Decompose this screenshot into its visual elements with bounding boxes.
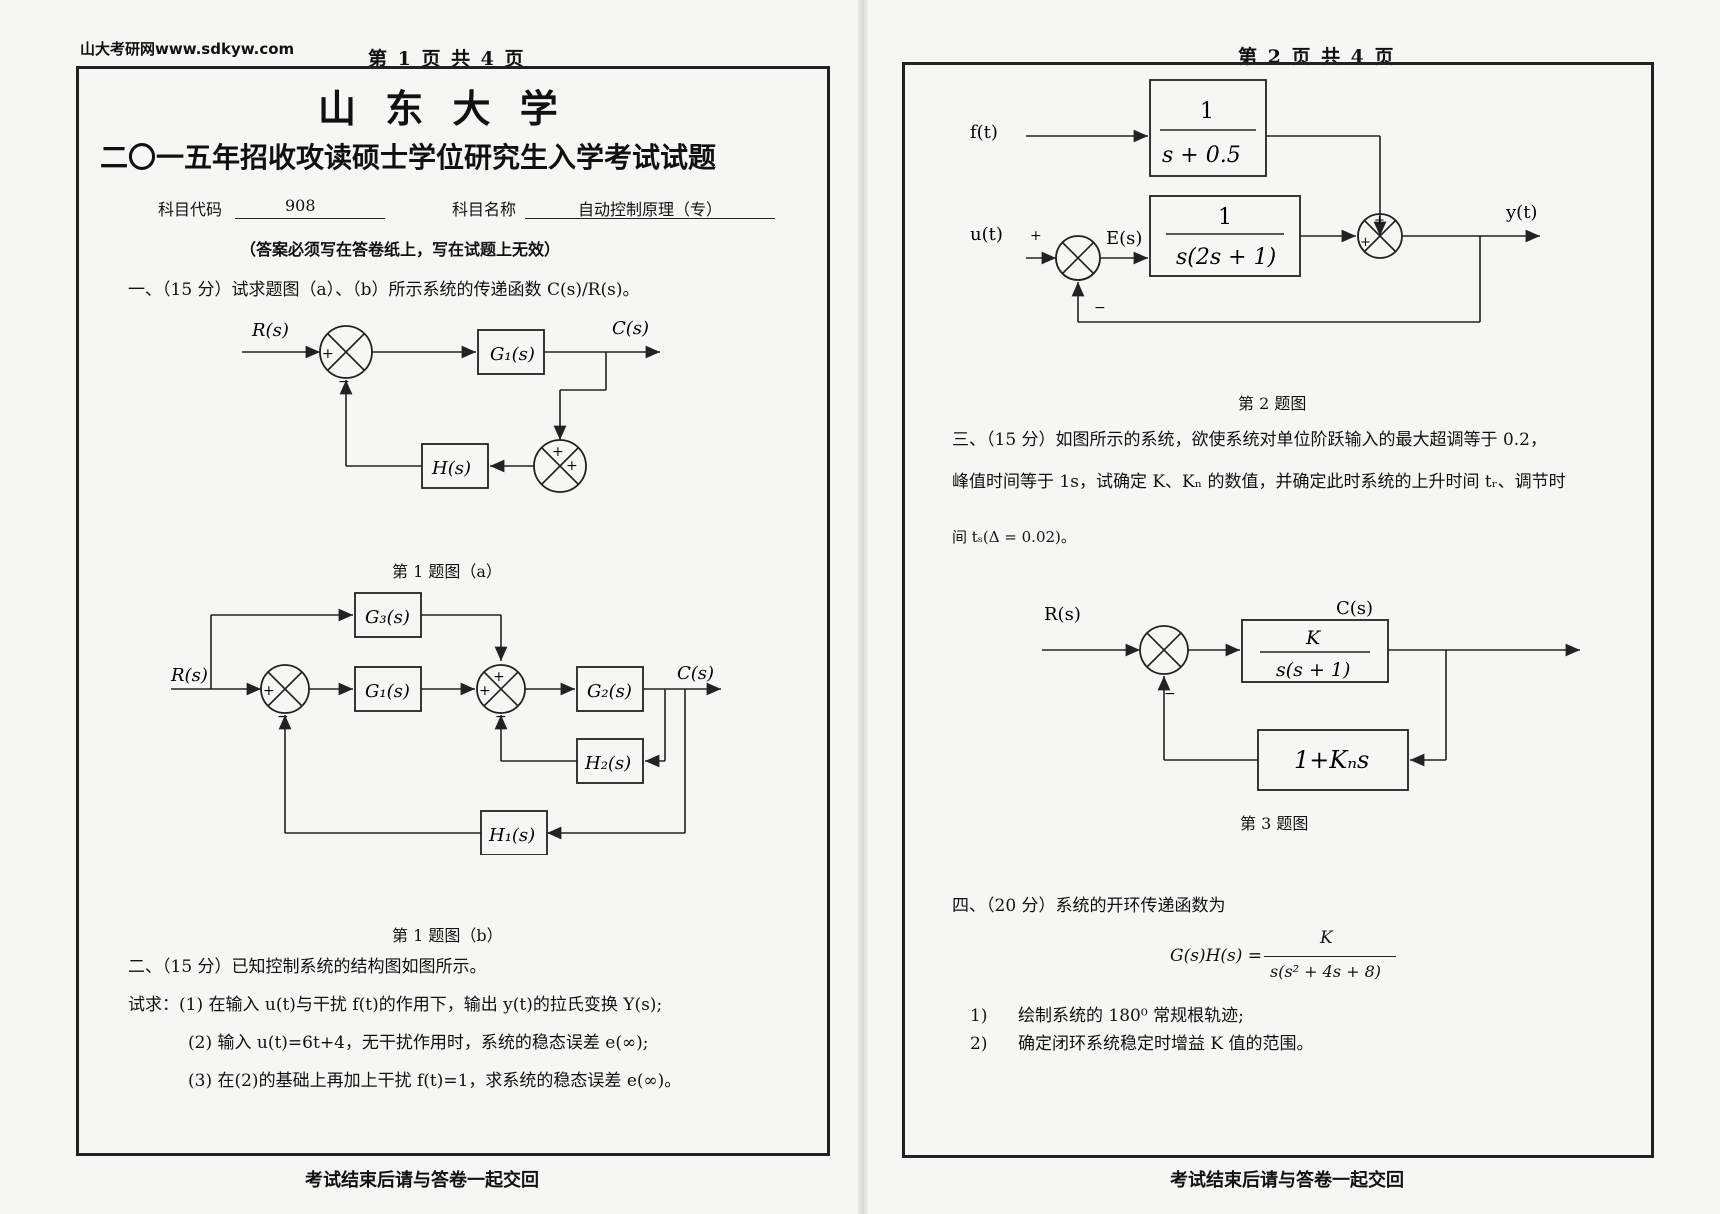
university-name: 山 东 大 学 (318, 86, 566, 131)
svg-text:+: + (566, 458, 578, 474)
svg-text:−: − (1094, 300, 1106, 316)
fig2-block-plant-den: s(2s + 1) (1176, 245, 1276, 270)
fig2-block-disturbance-den: s + 0.5 (1162, 143, 1241, 168)
svg-text:+: + (479, 683, 491, 699)
figure-3: R(s) C(s) − K s(s + 1) 1+Kₙs (1042, 598, 1580, 791)
figure-1a: R(s) C(s) + − G₁(s) + + H(s) (242, 318, 660, 493)
q4-tf-lhs: G(s)H(s) = (1170, 946, 1263, 966)
fig1b-block-h1-label: H₁(s) (488, 825, 535, 846)
svg-text:+: + (1030, 228, 1042, 244)
fig3-block-plant-den: s(s + 1) (1276, 659, 1350, 681)
question-4-intro: 四、（20 分）系统的开环传递函数为 (952, 896, 1226, 916)
svg-text:+: + (263, 683, 275, 699)
q4-tf-denominator: s(s² + 4s + 8) (1270, 962, 1382, 981)
fig2-input-label: u(t) (970, 224, 1003, 245)
fig3-block-plant-num: K (1305, 627, 1322, 649)
page-frame (76, 66, 830, 1156)
fig2-block-disturbance-num: 1 (1200, 99, 1214, 124)
watermark-text: 山大考研网www.sdkyw.com (80, 40, 295, 58)
q4-item-1-number: 1) (970, 1006, 988, 1026)
page-footer: 考试结束后请与答卷一起交回 (1170, 1170, 1404, 1191)
fig2-output-label: y(t) (1505, 202, 1537, 223)
fig2-error-label: E(s) (1106, 228, 1142, 249)
q4-item-1: 绘制系统的 180⁰ 常规根轨迹; (1018, 1006, 1244, 1026)
svg-text:+: + (552, 444, 564, 460)
question-2-item-2: (2) 输入 u(t)=6t+4，无干扰作用时，系统的稳态误差 e(∞); (188, 1033, 649, 1053)
fig2-summing-junction-2: + + (1357, 213, 1403, 259)
question-2-item-1: 试求：(1) 在输入 u(t)与干扰 f(t)的作用下，输出 y(t)的拉氏变换… (128, 995, 663, 1015)
figure-1b: R(s) C(s) G₃(s) + − G₁(s) + + − (170, 592, 721, 855)
answer-notice: （答案必须写在答卷纸上，写在试题上无效） (240, 240, 561, 259)
fig2-disturbance-label: f(t) (970, 122, 998, 143)
fig3-block-feedback-label: 1+Kₙs (1294, 746, 1369, 774)
svg-text:+: + (322, 346, 334, 362)
fig1a-block-h-label: H(s) (431, 458, 471, 479)
fig3-input-label: R(s) (1044, 604, 1081, 625)
fig3-output-label: C(s) (1336, 598, 1373, 619)
exam-title: 二〇一五年招收攻读硕士学位研究生入学考试试题 (100, 141, 717, 174)
fig3-block-plant (1241, 619, 1389, 683)
figure-3-caption: 第 3 题图 (1240, 814, 1309, 833)
svg-text:+: + (1374, 213, 1385, 228)
svg-text:−: − (338, 374, 350, 390)
svg-text:−: − (277, 709, 289, 725)
page-spine (858, 0, 868, 1214)
figure-2-caption: 第 2 题图 (1238, 394, 1307, 413)
fig2-block-disturbance (1149, 79, 1267, 177)
page-footer: 考试结束后请与答卷一起交回 (305, 1170, 539, 1191)
question-3-line-2: 峰值时间等于 1s，试确定 K、Kₙ 的数值，并确定此时系统的上升时间 tᵣ、调… (952, 472, 1566, 492)
fig1b-output-label: C(s) (677, 663, 714, 684)
question-3-line-3: 间 tₛ(Δ = 0.02)。 (952, 528, 1076, 546)
question-2-item-3: (3) 在(2)的基础上再加上干扰 f(t)=1，求系统的稳态误差 e(∞)。 (188, 1071, 682, 1091)
q4-item-2: 确定闭环系统稳定时增益 K 值的范围。 (1018, 1034, 1314, 1054)
subject-code-label: 科目代码 (158, 200, 223, 219)
fig1b-block-h2-label: H₂(s) (584, 753, 631, 774)
q4-transfer-function: G(s)H(s) = K s(s² + 4s + 8) (1170, 928, 1490, 998)
q4-tf-numerator: K (1320, 928, 1333, 948)
q4-item-2-number: 2) (970, 1034, 988, 1054)
svg-text:−: − (1164, 686, 1176, 702)
fig1b-block-g2-label: G₂(s) (587, 681, 632, 702)
subject-code: 908 (285, 196, 316, 215)
fig1a-output-label: C(s) (612, 318, 649, 339)
fig1b-block-g1-label: G₁(s) (365, 681, 410, 702)
figure-1a-caption: 第 1 题图（a） (392, 562, 502, 581)
fig2-summing-junction-1 (1055, 235, 1101, 281)
svg-text:+: + (493, 669, 505, 685)
subject-name: 自动控制原理（专） (578, 200, 723, 219)
subject-code-underline (235, 218, 385, 219)
question-1: 一、（15 分）试求题图（a）、（b）所示系统的传递函数 C(s)/R(s)。 (128, 280, 640, 300)
question-2-intro: 二、（15 分）已知控制系统的结构图如图所示。 (128, 957, 487, 977)
fig1a-summing-junction-2: + + (533, 439, 587, 493)
page-header: 第 1 页 共 4 页 (368, 48, 526, 70)
figure-2: f(t) 1 s + 0.5 u(t) + E(s) 1 s(2s + 1) +… (970, 79, 1540, 323)
q4-tf-fraction-bar (1264, 956, 1396, 957)
subject-name-underline (525, 218, 775, 219)
right-page: 第 2 页 共 4 页 f(t) 1 s + 0.5 u(t) + E(s) 1… (870, 0, 1720, 1214)
svg-text:+: + (1360, 235, 1371, 250)
fig1a-input-label: R(s) (251, 320, 289, 341)
question-3-line-1: 三、（15 分）如图所示的系统，欲使系统对单位阶跃输入的最大超调等于 0.2， (952, 430, 1547, 450)
fig1a-block-g1-label: G₁(s) (490, 344, 535, 365)
subject-name-label: 科目名称 (452, 200, 517, 219)
left-page: 山大考研网www.sdkyw.com 第 1 页 共 4 页 山 东 大 学 二… (76, 40, 830, 1191)
figure-1b-caption: 第 1 题图（b） (392, 926, 503, 945)
fig2-block-plant-num: 1 (1218, 205, 1232, 230)
fig1b-input-label: R(s) (170, 665, 208, 686)
fig1b-block-g3-label: G₃(s) (365, 607, 410, 628)
page-frame (902, 62, 1654, 1158)
